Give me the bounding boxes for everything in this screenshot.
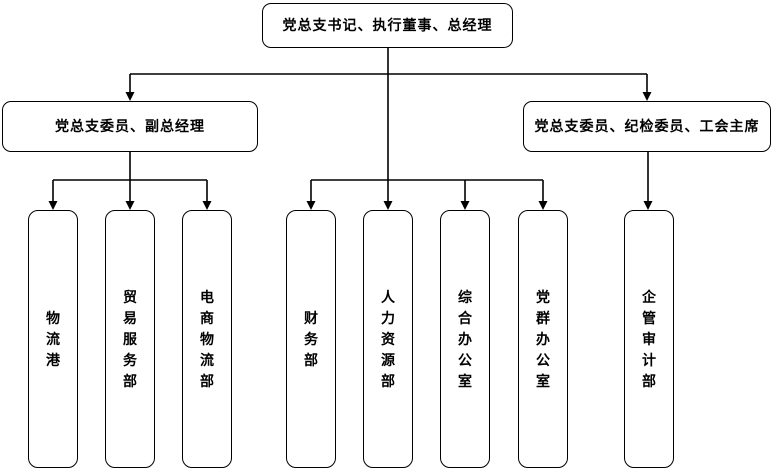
org-node-dept-human-resources-label: 人力资源部 — [381, 288, 395, 389]
org-node-dept-general-office: 综合办公室 — [440, 210, 490, 468]
org-node-manager-union: 党总支委员、纪检委员、工会主席 — [523, 101, 771, 152]
org-node-dept-party-mass-office-label: 党群办公室 — [536, 288, 550, 389]
org-node-dept-trade-services-label: 贸易服务部 — [123, 288, 137, 389]
org-node-dept-human-resources: 人力资源部 — [363, 210, 413, 468]
org-node-dept-party-mass-office: 党群办公室 — [518, 210, 568, 468]
org-node-root-label: 党总支书记、执行董事、总经理 — [282, 17, 493, 34]
org-node-manager-union-label: 党总支委员、纪检委员、工会主席 — [534, 118, 760, 135]
org-node-root: 党总支书记、执行董事、总经理 — [262, 3, 513, 48]
org-node-dept-ecommerce-logistics: 电商物流部 — [182, 210, 232, 468]
org-node-dept-finance-label: 财务部 — [304, 309, 318, 368]
org-node-dept-audit-label: 企管审计部 — [642, 288, 656, 389]
org-node-dept-general-office-label: 综合办公室 — [458, 288, 472, 389]
org-node-dept-finance: 财务部 — [286, 210, 336, 468]
org-node-manager-deputy-label: 党总支委员、副总经理 — [55, 118, 205, 135]
org-node-dept-logistics-port: 物流港 — [28, 210, 78, 468]
org-node-dept-trade-services: 贸易服务部 — [105, 210, 155, 468]
org-node-dept-ecommerce-logistics-label: 电商物流部 — [200, 288, 214, 389]
org-node-dept-logistics-port-label: 物流港 — [46, 309, 60, 368]
org-node-manager-deputy: 党总支委员、副总经理 — [2, 101, 258, 152]
org-node-dept-audit: 企管审计部 — [624, 210, 674, 468]
